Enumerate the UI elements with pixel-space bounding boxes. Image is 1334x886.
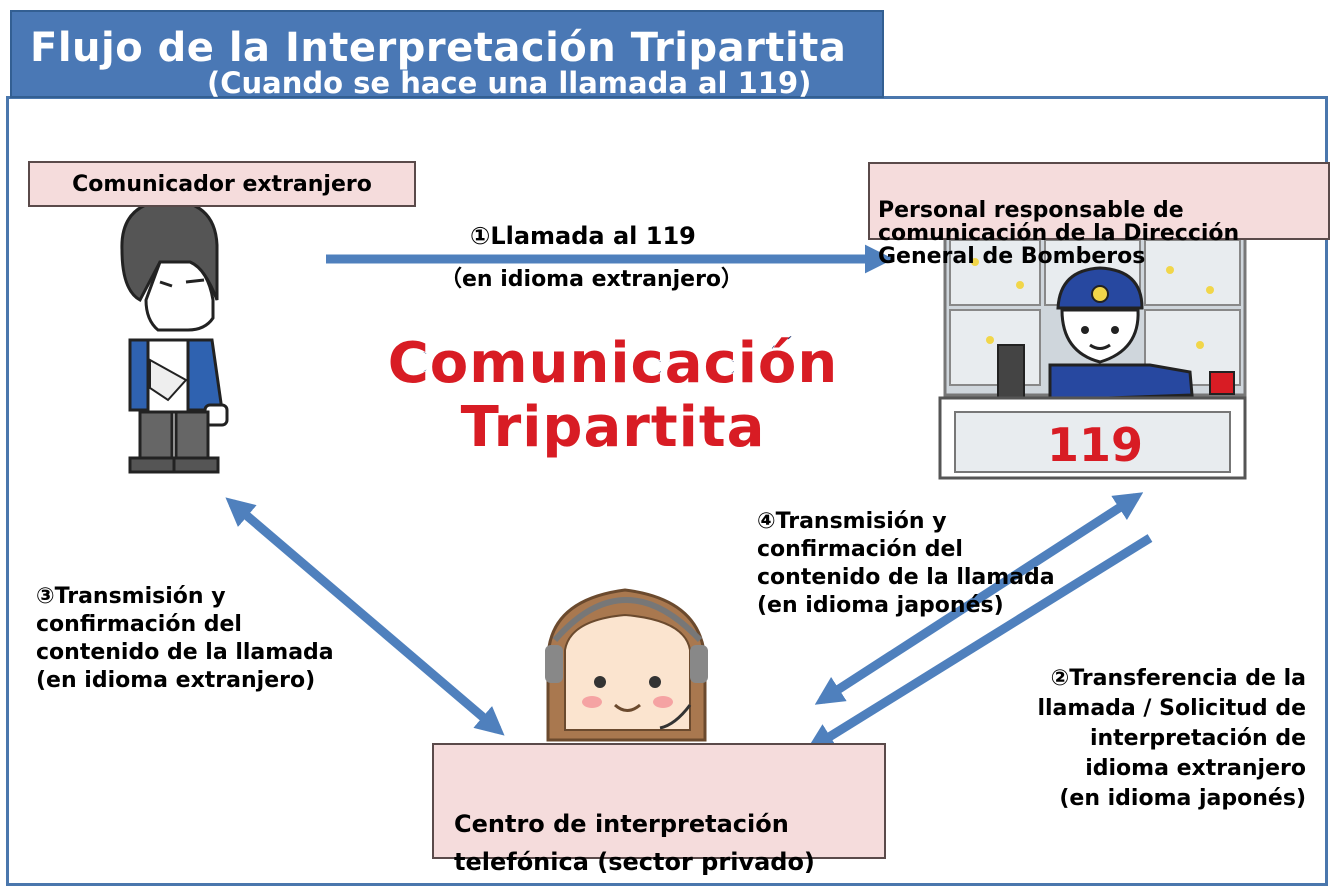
arrow-step3 — [225, 497, 505, 736]
arrow-step2 — [805, 534, 1153, 752]
desk-number: 119 — [1046, 418, 1144, 472]
center-title: Comunicación Tripartita — [387, 331, 839, 461]
center-label: Centro de interpretación telefónica (sec… — [454, 810, 815, 876]
foreigner-label: Comunicador extranjero — [72, 172, 372, 197]
step4-label: ④Transmisión y confirmación del contenid… — [757, 509, 1055, 618]
foreigner-illustration — [120, 198, 229, 474]
interpreter-illustration — [545, 588, 708, 742]
step3-label: ③Transmisión y confirmación del contenid… — [36, 584, 334, 693]
fire-staff-label: Personal responsable de comunicación de … — [878, 198, 1240, 269]
arrow-step4 — [814, 492, 1144, 705]
step1-title: ①Llamada al 119 — [470, 222, 696, 250]
fire-operator-illustration — [938, 233, 1247, 480]
title-banner: Flujo de la Interpretación Tripartita (C… — [10, 10, 884, 100]
page-title: Flujo de la Interpretación Tripartita — [30, 25, 847, 71]
step2-label: ②Transferencia de la llamada / Solicitud… — [1037, 666, 1306, 811]
flow-arrows — [225, 244, 1153, 752]
center-box: Centro de interpretación telefónica (sec… — [432, 743, 886, 876]
step1-subtitle: （en idioma extranjero） — [440, 267, 744, 292]
fire-staff-box: Personal responsable de comunicación de … — [868, 162, 1330, 268]
page-subtitle: (Cuando se hace una llamada al 119) — [207, 66, 812, 100]
foreigner-box: Comunicador extranjero — [28, 161, 416, 207]
